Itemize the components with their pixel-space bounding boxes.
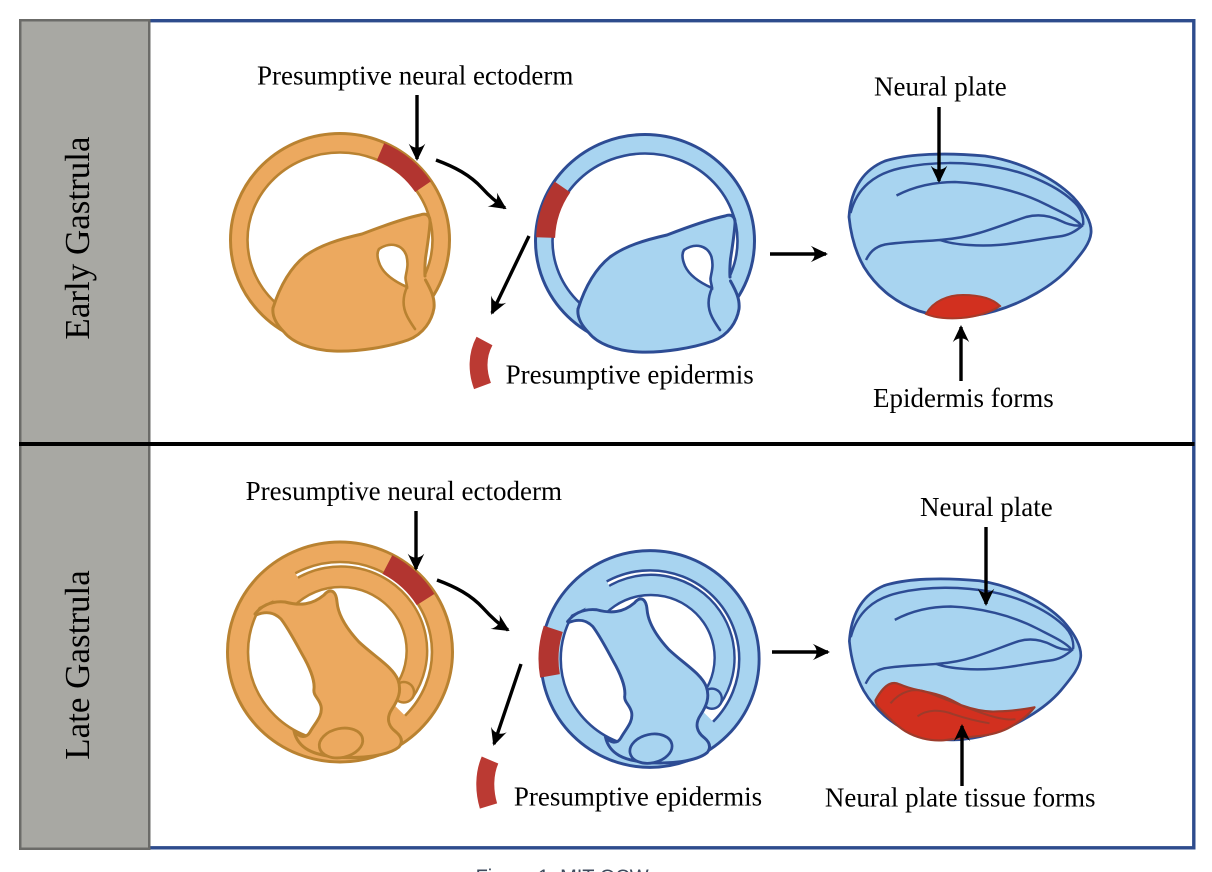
- svg-text:Neural plate: Neural plate: [874, 72, 1007, 102]
- svg-text:Late Gastrula: Late Gastrula: [58, 570, 97, 760]
- svg-text:Presumptive neural ectoderm: Presumptive neural ectoderm: [246, 476, 562, 506]
- svg-text:Presumptive neural ectoderm: Presumptive neural ectoderm: [257, 61, 573, 91]
- svg-text:Presumptive epidermis: Presumptive epidermis: [514, 782, 762, 812]
- svg-text:Early Gastrula: Early Gastrula: [58, 136, 97, 340]
- svg-text:Figure 1: MIT OCW: Figure 1: MIT OCW: [476, 867, 649, 872]
- svg-text:Epidermis forms: Epidermis forms: [873, 383, 1054, 413]
- svg-text:Neural plate tissue forms: Neural plate tissue forms: [825, 783, 1096, 813]
- svg-text:Presumptive epidermis: Presumptive epidermis: [506, 360, 754, 390]
- svg-text:Neural plate: Neural plate: [920, 492, 1053, 522]
